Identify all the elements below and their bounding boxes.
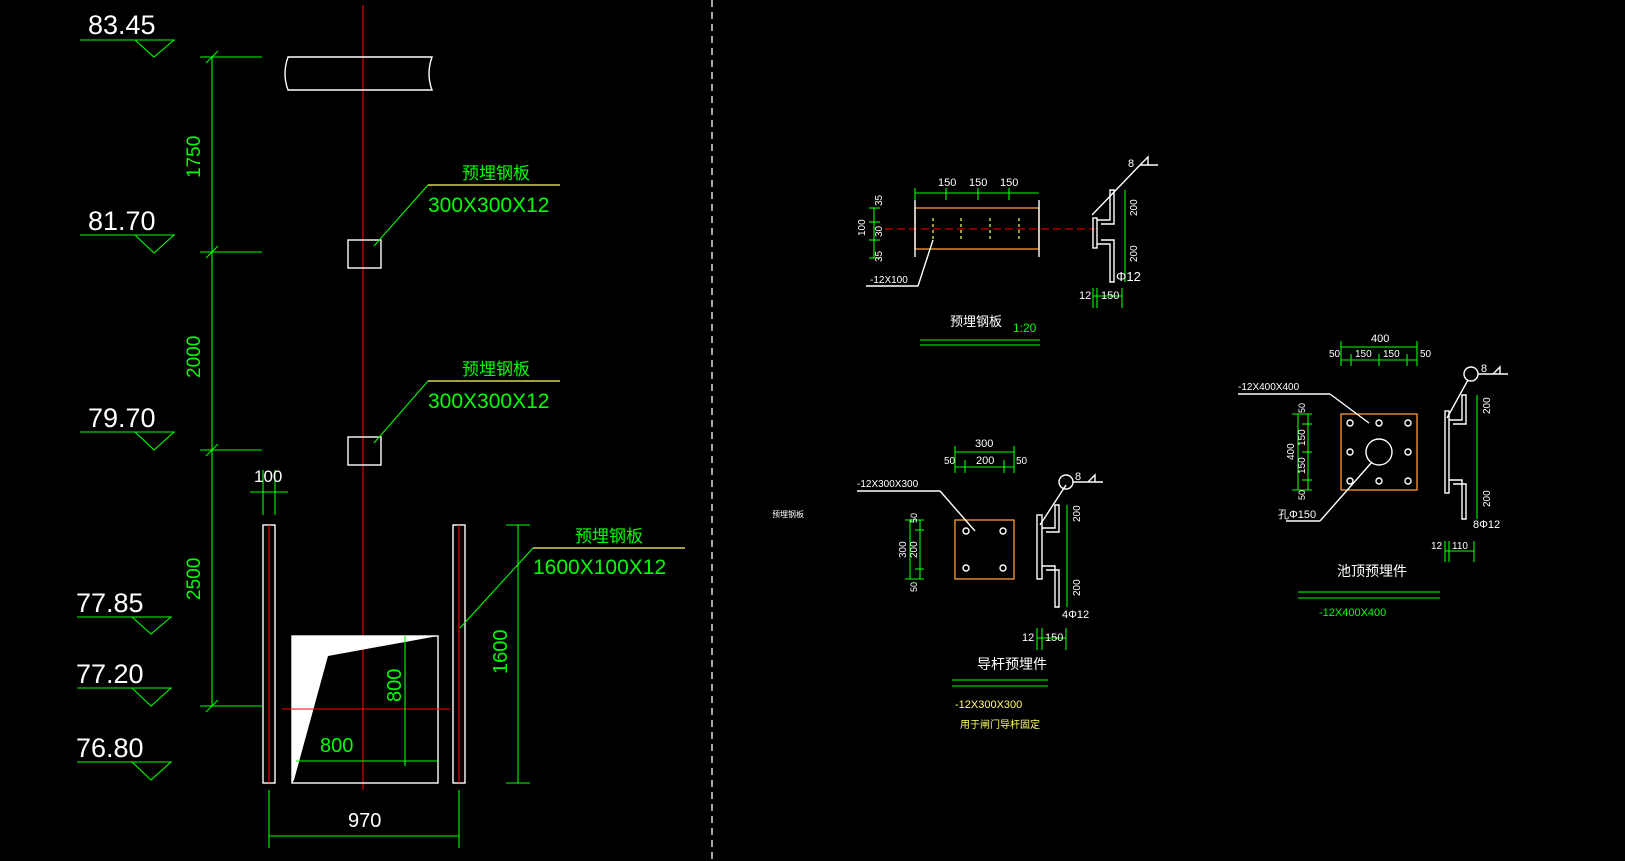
detail-pool-top-embed: 400 50 150 150 50 50 150 150 50 400 -12X… — [1238, 333, 1508, 619]
embedded-plate-1 — [347, 239, 382, 269]
dim-1750: 1750 — [184, 136, 205, 178]
guide-plate — [954, 519, 1015, 580]
level-marker-81.70: 81.70 — [80, 206, 175, 254]
plate-label-3: 预埋钢板 — [575, 527, 643, 546]
dim-2500: 2500 — [184, 558, 205, 600]
svg-text:150: 150 — [1045, 632, 1063, 644]
level-marker-83.45: 83.45 — [80, 10, 175, 58]
svg-text:8: 8 — [1481, 363, 1487, 375]
svg-text:77.85: 77.85 — [76, 588, 144, 618]
plate-size-1: 300X300X12 — [428, 194, 549, 217]
anchor-section-a: 8 200 200 Φ12 12 150 — [1079, 155, 1158, 308]
opening-height: 800 — [384, 669, 406, 702]
svg-text:4Φ12: 4Φ12 — [1062, 609, 1089, 621]
plate-size-3: 1600X100X12 — [533, 556, 666, 579]
anchor-section-b: 8 200 200 4Φ12 12 150 — [1022, 471, 1103, 650]
svg-text:50: 50 — [1016, 456, 1028, 467]
svg-text:200: 200 — [1072, 505, 1083, 522]
svg-text:8: 8 — [1075, 471, 1081, 483]
svg-text:孔Φ150: 孔Φ150 — [1278, 508, 1316, 521]
svg-text:150: 150 — [938, 177, 956, 189]
svg-text:50: 50 — [1297, 403, 1307, 413]
svg-text:150: 150 — [1355, 349, 1372, 360]
embedded-plate-2 — [347, 436, 382, 466]
svg-text:8Φ12: 8Φ12 — [1473, 519, 1500, 531]
top-beam — [284, 56, 434, 91]
svg-text:200: 200 — [909, 541, 920, 558]
svg-text:50: 50 — [944, 456, 956, 467]
svg-text:300: 300 — [898, 541, 909, 558]
svg-text:150: 150 — [1101, 290, 1119, 302]
plate-label-1: 预埋钢板 — [462, 164, 530, 183]
svg-text:50: 50 — [1297, 490, 1307, 500]
svg-text:970: 970 — [348, 810, 381, 832]
svg-text:200: 200 — [1482, 490, 1493, 507]
svg-text:110: 110 — [1452, 541, 1468, 552]
dim-1600: 1600 — [490, 524, 530, 784]
plate-size-2: 300X300X12 — [428, 390, 549, 413]
svg-text:Φ12: Φ12 — [1116, 269, 1141, 284]
anchor-section-c: 8 200 200 8Φ12 12 110 — [1431, 363, 1508, 562]
svg-text:150: 150 — [1297, 429, 1308, 446]
svg-text:150: 150 — [1000, 177, 1018, 189]
level-marker-76.80: 76.80 — [76, 733, 172, 781]
dim-970: 970 — [268, 790, 460, 848]
svg-text:83.45: 83.45 — [88, 10, 156, 40]
detail-b-title: 导杆预埋件 — [977, 656, 1047, 672]
svg-text:150: 150 — [1297, 457, 1308, 474]
svg-text:77.20: 77.20 — [76, 659, 144, 689]
detail-a-title: 预埋钢板 — [950, 314, 1002, 329]
svg-text:200: 200 — [1072, 579, 1083, 596]
opening-width: 800 — [320, 735, 353, 757]
dim-100: 100 — [250, 467, 288, 515]
svg-text:81.70: 81.70 — [88, 206, 156, 236]
svg-text:50: 50 — [909, 582, 919, 592]
svg-text:35: 35 — [874, 194, 885, 206]
svg-text:1600: 1600 — [490, 630, 512, 675]
svg-text:79.70: 79.70 — [88, 403, 156, 433]
pool-top-plate — [1340, 413, 1418, 491]
svg-text:12: 12 — [1079, 290, 1091, 302]
dim-2000: 2000 — [184, 336, 205, 378]
elevation-view: 83.45 81.70 79.70 77.85 77.20 76.80 — [76, 5, 685, 848]
svg-text:-12X400X400: -12X400X400 — [1238, 382, 1300, 393]
svg-text:12: 12 — [1431, 541, 1443, 552]
svg-text:100: 100 — [857, 219, 868, 236]
detail-c-title: 池顶预埋件 — [1337, 563, 1407, 579]
svg-text:76.80: 76.80 — [76, 733, 144, 763]
svg-text:400: 400 — [1371, 333, 1389, 345]
svg-text:150: 150 — [1383, 349, 1400, 360]
level-marker-77.85: 77.85 — [76, 588, 172, 635]
gate-opening: 800 800 — [282, 635, 450, 784]
svg-text:-12X100: -12X100 — [870, 275, 908, 286]
svg-text:30: 30 — [874, 225, 885, 237]
level-marker-79.70: 79.70 — [80, 403, 175, 451]
plate-label-2: 预埋钢板 — [462, 360, 530, 379]
detail-a-scale: 1:20 — [1013, 321, 1037, 335]
svg-text:300: 300 — [975, 438, 993, 450]
svg-text:200: 200 — [1129, 245, 1140, 262]
svg-text:200: 200 — [1129, 199, 1140, 216]
svg-text:35: 35 — [874, 250, 885, 262]
stray-label: 预埋钢板 — [772, 509, 804, 519]
detail-c-note: -12X400X400 — [1319, 607, 1386, 619]
svg-text:100: 100 — [254, 467, 282, 486]
detail-b-note-1: -12X300X300 — [955, 699, 1022, 711]
svg-text:50: 50 — [1329, 349, 1341, 360]
detail-guide-rod-embed: 300 50 200 50 50 200 50 300 -12X300X300 … — [857, 438, 1103, 731]
svg-text:12: 12 — [1022, 632, 1034, 644]
svg-text:50: 50 — [909, 513, 919, 523]
svg-text:-12X300X300: -12X300X300 — [857, 479, 919, 490]
svg-text:150: 150 — [969, 177, 987, 189]
vertical-dimension-chain: 1750 2000 2500 — [184, 50, 262, 713]
svg-text:400: 400 — [1286, 443, 1297, 460]
svg-text:50: 50 — [1420, 349, 1432, 360]
svg-text:200: 200 — [1482, 397, 1493, 414]
detail-b-note-2: 用于闸门导杆固定 — [960, 718, 1040, 731]
detail-embedded-steel-plate: 150 150 150 35 30 35 100 -12X100 8 200 2… — [857, 155, 1158, 346]
svg-text:200: 200 — [976, 455, 994, 467]
level-marker-77.20: 77.20 — [76, 659, 172, 707]
svg-text:8: 8 — [1128, 158, 1134, 170]
